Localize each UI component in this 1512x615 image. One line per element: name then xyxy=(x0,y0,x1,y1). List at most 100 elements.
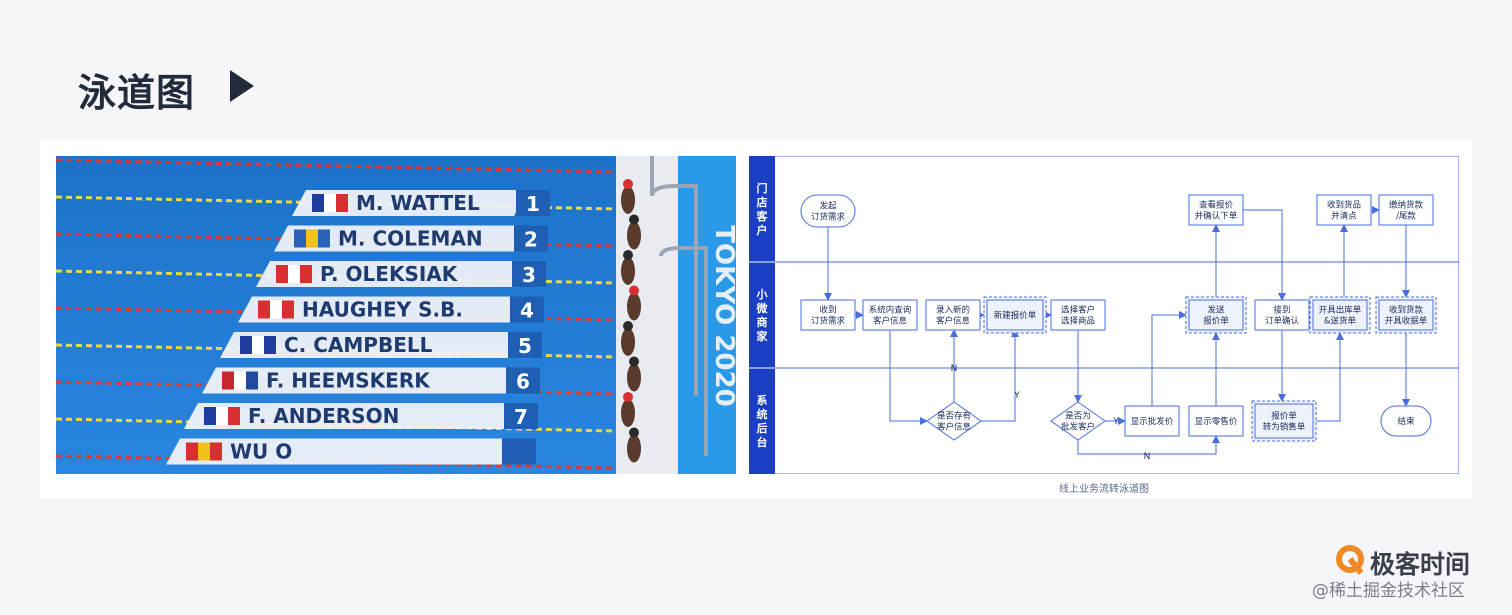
flow-edge xyxy=(981,329,1019,422)
swimmer-figure xyxy=(621,179,635,214)
flow-edge xyxy=(1316,332,1344,422)
lane-plate: F. ANDERSON 7 xyxy=(184,403,538,429)
pool-illustration: M. WATTEL 1 M. COLEMAN 2 P. OLEKSIAK 3HAUGHEY… xyxy=(56,156,736,474)
flow-node-receive: 收到订货需求 xyxy=(800,299,856,331)
flow-node-label: 缴纳货款/尾款 xyxy=(1389,200,1424,222)
swimmer-name: C. CAMPBELL xyxy=(284,333,433,357)
swimlane-diagram: 门店客户小微商家系统后台 发起订货需求收到订货需求系统内查询客户信息录入新的客户… xyxy=(748,155,1460,475)
flow-node-receipt: 收到货款开具收据单 xyxy=(1375,296,1437,334)
flow-node-start: 发起订货需求 xyxy=(800,194,856,228)
wall-text: TOKYO 2020 xyxy=(709,225,736,406)
lane-plate: P. OLEKSIAK 3 xyxy=(256,261,546,287)
flow-node-label: 查看报价并确认下单 xyxy=(1195,200,1238,222)
flow-edge xyxy=(889,330,928,425)
lane-number-label: 5 xyxy=(518,334,532,358)
swimlane-label: 小微商家 xyxy=(756,287,769,343)
flow-node-label: 报价单转为销售单 xyxy=(1263,411,1306,433)
lane-number-label: 6 xyxy=(516,370,530,394)
sweden-flag-icon xyxy=(294,229,330,248)
uk-flag-icon xyxy=(204,407,240,425)
edge-label: N xyxy=(1144,452,1151,462)
swimmer-figure xyxy=(627,214,641,250)
flow-node-label: 选择客户选择商品 xyxy=(1061,305,1095,327)
flow-node-query: 系统内查询客户信息 xyxy=(862,299,918,331)
flow-node-convert: 报价单转为销售单 xyxy=(1251,400,1317,442)
flow-edge xyxy=(1077,435,1220,455)
flow-node-label: 收到货款开具收据单 xyxy=(1385,305,1428,327)
canada-flag-icon xyxy=(276,265,312,283)
lane-number: 7 xyxy=(504,403,538,429)
swimmer-name: F. ANDERSON xyxy=(248,404,399,428)
swimmer-figure xyxy=(621,321,635,356)
australia-flag-icon xyxy=(240,336,276,354)
flow-node-show-wholesale: 显示批发价 xyxy=(1124,405,1180,437)
lane-number-label: 7 xyxy=(514,405,528,429)
diagram-caption: 线上业务流转泳道图 xyxy=(1059,484,1149,495)
flow-node-exists: 是否存有客户信息 xyxy=(926,401,982,441)
lane-number: 1 xyxy=(516,190,550,216)
lane-plate: F. HEEMSKERK 6 xyxy=(202,367,540,394)
flow-node-label: 显示批发价 xyxy=(1131,416,1174,427)
lane-number-label: 4 xyxy=(520,299,534,323)
flow-node-label: 收到货品并清点 xyxy=(1327,200,1361,222)
flow-node-check: 查看报价并确认下单 xyxy=(1188,194,1244,226)
edge-label: Y xyxy=(1013,391,1020,401)
france-flag-icon xyxy=(312,194,348,212)
flow-node-label: 接到订单确认 xyxy=(1265,305,1300,327)
swimmer-name: HAUGHEY S.B. xyxy=(302,298,463,322)
lane-number: 6 xyxy=(506,367,540,394)
flow-node-show-retail: 显示零售价 xyxy=(1188,405,1244,437)
flow-edge xyxy=(1151,311,1187,406)
flow-node-label: 发起订货需求 xyxy=(811,201,846,223)
swimmer-name: P. OLEKSIAK xyxy=(320,262,459,286)
swimmer-figure xyxy=(621,392,635,427)
flow-node-label: 是否存有客户信息 xyxy=(937,411,972,433)
flow-node-wholesale: 是否为批发客户 xyxy=(1050,401,1106,441)
hong-kong-flag-icon xyxy=(258,300,294,319)
watermark-sub: @稀土掘金技术社区 xyxy=(1312,581,1465,601)
flow-node-label: 系统内查询客户信息 xyxy=(869,305,912,327)
lane-plate: C. CAMPBELL 5 xyxy=(220,332,542,358)
watermark-brand: 极客时间 xyxy=(1370,550,1471,579)
flow-node-ship: 开具出库单&送货单 xyxy=(1309,296,1371,334)
edge-label: Y xyxy=(1112,417,1119,427)
lane-number: 5 xyxy=(508,332,542,358)
swimmer-figure xyxy=(621,250,635,285)
flow-node-label: 新建报价单 xyxy=(994,310,1037,321)
flow-node-label: 录入新的客户信息 xyxy=(936,305,971,327)
lane-plate: WU O xyxy=(166,438,536,465)
lane-plate: HAUGHEY S.B. 4 xyxy=(238,296,544,323)
swimmer-name: M. WATTEL xyxy=(356,191,480,215)
swimmer-name: F. HEEMSKERK xyxy=(266,369,431,393)
flow-node-quote: 新建报价单 xyxy=(983,296,1047,334)
flow-node-select: 选择客户选择商品 xyxy=(1050,299,1106,331)
lane-number-label: 3 xyxy=(522,263,536,287)
swimlane-label: 门店客户 xyxy=(756,181,769,237)
swimmer-figure xyxy=(627,285,641,321)
swimmer-figure xyxy=(627,356,641,392)
flow-node-goods: 收到货品并清点 xyxy=(1316,194,1372,226)
page-title: 泳道图 xyxy=(78,71,196,115)
lane-plate: M. WATTEL 1 xyxy=(292,190,550,216)
lane-number: 4 xyxy=(510,296,544,323)
edge-label: N xyxy=(951,364,958,374)
lane-plate: M. COLEMAN 2 xyxy=(274,225,548,252)
flow-node-send: 发送报价单 xyxy=(1185,296,1247,334)
lane-rope xyxy=(56,158,617,174)
flow-node-label: 发送报价单 xyxy=(1203,305,1229,327)
swimmer-figure xyxy=(627,427,641,463)
swimmer-name: M. COLEMAN xyxy=(338,227,483,251)
flow-edge xyxy=(1243,209,1286,301)
lane-number xyxy=(502,438,536,465)
play-icon xyxy=(230,70,254,102)
flow-node-enter: 录入新的客户信息 xyxy=(925,299,981,331)
swimmer-name: WU O xyxy=(230,440,292,464)
brand-logo-icon xyxy=(1336,545,1364,575)
flow-node-end: 结束 xyxy=(1380,405,1432,437)
lane-number: 3 xyxy=(512,261,546,287)
flow-node-accept: 接到订单确认 xyxy=(1254,299,1310,331)
lane-number-label: 1 xyxy=(526,192,540,216)
china-flag-icon xyxy=(186,442,222,461)
lane-number-label: 2 xyxy=(524,228,538,252)
